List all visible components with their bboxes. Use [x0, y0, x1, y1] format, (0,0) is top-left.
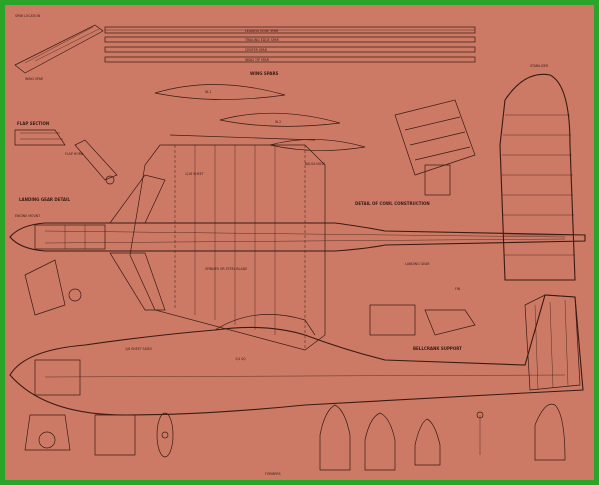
wing-ribs-label: WING SPARS	[250, 71, 279, 76]
bellcrank-label: BELLCRANK SUPPORT	[413, 346, 462, 351]
spar-label-3: CENTER SPAR	[245, 48, 268, 52]
spar-label-4: WING TIP SPAR	[245, 58, 270, 62]
wing-planform: 1/16 SHEET SPINNER OR STEEL BLADE	[129, 134, 326, 351]
fuselage-top-view: ENGINE MOUNT	[9, 214, 586, 252]
landing-gear-detail: LANDING GEAR DETAIL	[19, 197, 82, 316]
note-e: FIN	[455, 287, 461, 291]
tail-stab-planform: STABILIZER	[499, 64, 576, 281]
cowl-label: DETAIL OF COWL CONSTRUCTION	[355, 201, 430, 206]
note-c: 1/8 SHEET SIDES	[125, 347, 152, 351]
rib-w2: W-2	[275, 120, 281, 124]
top-left-note: SPAR LOCATION	[15, 14, 41, 18]
stab-note: STABILIZER	[530, 64, 549, 68]
nose-note: ENGINE MOUNT	[15, 214, 40, 218]
wing-note-1: 1/16 SHEET	[185, 172, 204, 176]
flap-horn-note: FLAP HORN	[65, 152, 84, 156]
front-gear-views	[24, 412, 174, 458]
flap-section-detail: FLAP SECTION FLAP HORN	[14, 121, 118, 185]
bulkhead-formers	[319, 403, 566, 471]
wing-note-2: SPINNER OR STEEL BLADE	[205, 267, 247, 271]
spar-label-1: LEADING EDGE SPAR	[245, 29, 279, 33]
blueprint-sheet: LEADING EDGE SPAR TRAILING EDGE SPAR CEN…	[5, 5, 594, 480]
flap-section-label: FLAP SECTION	[17, 121, 49, 126]
cowl-construction-detail: DETAIL OF COWL CONSTRUCTION	[355, 99, 476, 206]
rib-label: WING SPAR	[25, 77, 44, 81]
annotations: BALSA NOSE LANDING GEAR 1/8 SHEET SIDES …	[125, 162, 461, 476]
fuselage-side-view	[9, 294, 584, 416]
plan-drawing: LEADING EDGE SPAR TRAILING EDGE SPAR CEN…	[9, 14, 586, 476]
note-b: LANDING GEAR	[405, 262, 430, 266]
bellcrank-detail: BELLCRANK SUPPORT	[369, 304, 476, 351]
rib-w1: W-1	[205, 90, 211, 94]
note-d: 1/4 SQ	[235, 357, 246, 361]
landing-gear-label: LANDING GEAR DETAIL	[19, 197, 70, 202]
spar-label-2: TRAILING EDGE SPAR	[244, 38, 280, 42]
spar-strips: LEADING EDGE SPAR TRAILING EDGE SPAR CEN…	[104, 26, 476, 63]
rib-detail-top-left: WING SPAR SPAR LOCATION	[14, 14, 104, 81]
canard-fins	[109, 174, 166, 311]
note-a: BALSA NOSE	[305, 162, 325, 166]
note-f: FORMERS	[265, 472, 281, 476]
wing-rib-templates: WING SPARS W-1 W-2	[154, 71, 366, 151]
